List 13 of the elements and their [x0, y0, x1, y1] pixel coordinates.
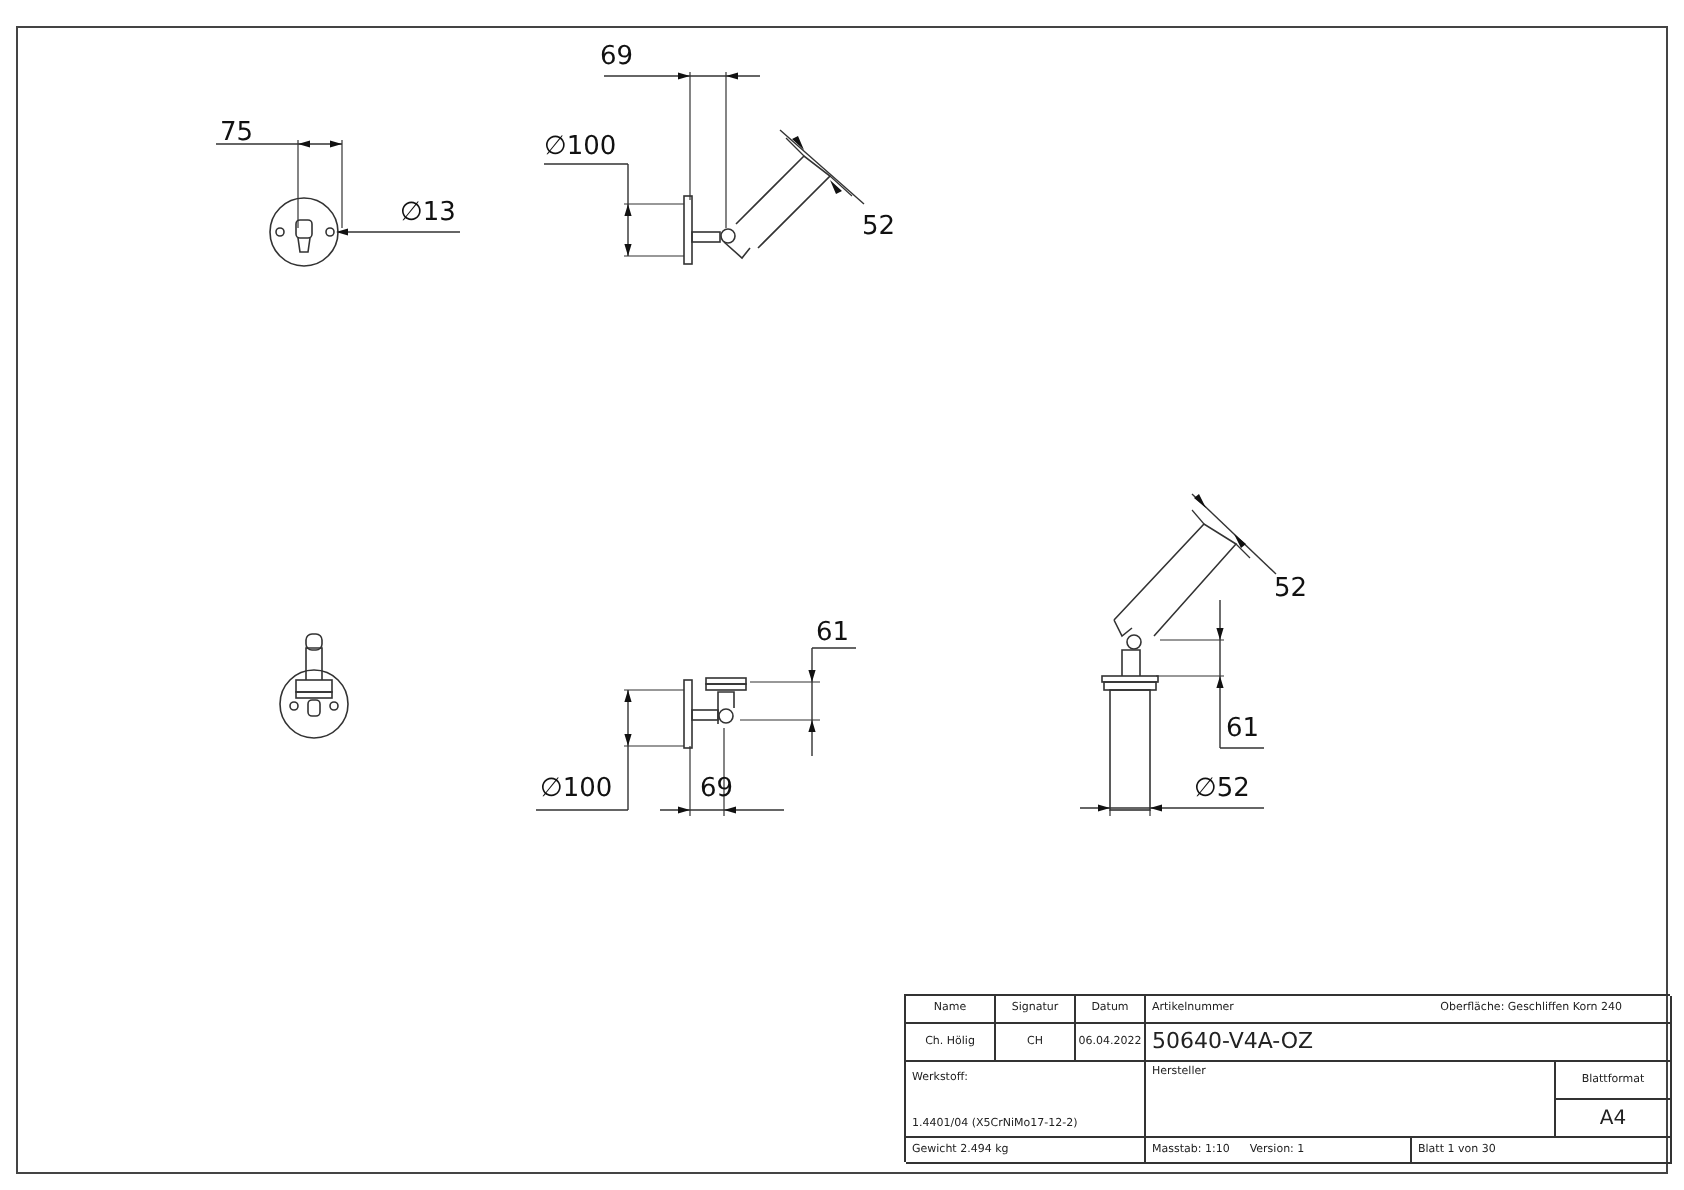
- dimension-value: ∅100: [540, 776, 613, 802]
- dimension-value: 69: [600, 44, 634, 70]
- dimension-value: 69: [700, 776, 734, 802]
- dimension-value: 75: [220, 120, 254, 146]
- dimension-value: ∅13: [400, 200, 456, 226]
- dimension-value: 61: [1226, 716, 1260, 742]
- dimension-value: ∅52: [1194, 776, 1250, 802]
- dimension-value: 52: [1274, 576, 1308, 602]
- dimension-value: ∅100: [544, 134, 617, 160]
- table-value: 50640-V4A-OZ: [1152, 1029, 1314, 1055]
- table-value: A4: [1599, 1107, 1627, 1129]
- dimension-value: 52: [862, 214, 896, 240]
- dimension-value: 61: [816, 620, 850, 646]
